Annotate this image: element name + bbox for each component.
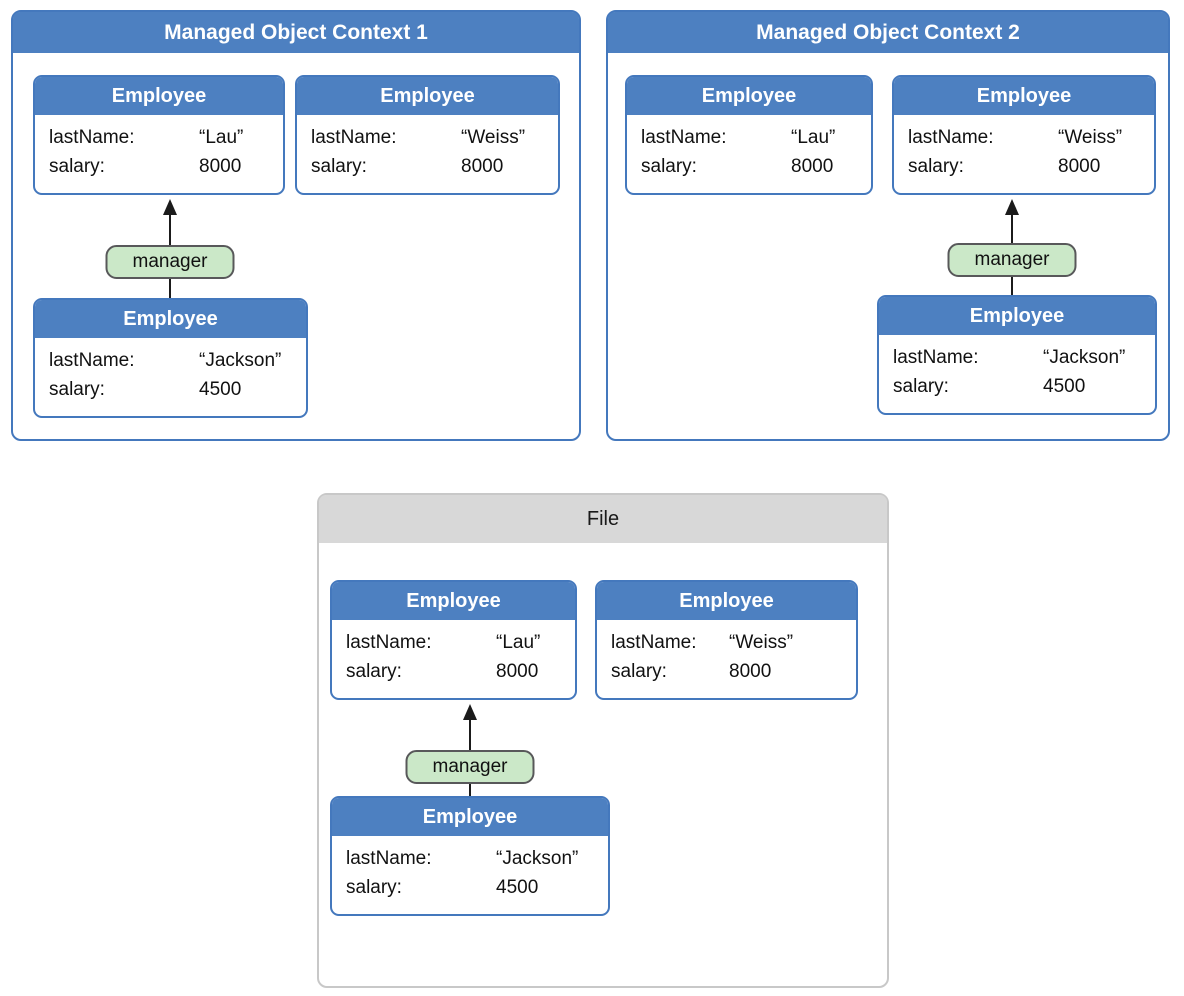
attribute-row: lastName: “Jackson” xyxy=(893,343,1155,372)
attribute-row: lastName: “Weiss” xyxy=(908,123,1154,152)
entity-title: Employee xyxy=(332,798,608,836)
entity-title: Employee xyxy=(627,77,871,115)
entity-title: Employee xyxy=(597,582,856,620)
arrow-up-icon xyxy=(163,199,177,215)
employee-weiss-card: Employee lastName: “Weiss” salary: 8000 xyxy=(892,75,1156,195)
attribute-row: salary: 8000 xyxy=(346,657,575,686)
manager-relationship-pill: manager xyxy=(947,243,1077,277)
entity-attributes: lastName: “Lau” salary: 8000 xyxy=(332,620,575,686)
panel-title: Managed Object Context 1 xyxy=(13,12,579,53)
attribute-label: salary: xyxy=(908,156,964,177)
manager-relationship-pill: manager xyxy=(405,750,535,784)
attribute-value: “Weiss” xyxy=(461,127,526,148)
attribute-label: lastName: xyxy=(346,632,432,653)
connector-line xyxy=(1011,214,1013,243)
entity-attributes: lastName: “Weiss” salary: 8000 xyxy=(597,620,856,686)
attribute-label: salary: xyxy=(49,379,105,400)
connector-line xyxy=(469,784,471,796)
attribute-label: lastName: xyxy=(908,127,994,148)
attribute-label: lastName: xyxy=(49,350,135,371)
attribute-label: lastName: xyxy=(641,127,727,148)
employee-lau-card: Employee lastName: “Lau” salary: 8000 xyxy=(33,75,285,195)
attribute-label: salary: xyxy=(49,156,105,177)
entity-attributes: lastName: “Jackson” salary: 4500 xyxy=(879,335,1155,401)
employee-weiss-card: Employee lastName: “Weiss” salary: 8000 xyxy=(295,75,560,195)
entity-attributes: lastName: “Jackson” salary: 4500 xyxy=(35,338,306,404)
attribute-row: lastName: “Jackson” xyxy=(49,346,306,375)
attribute-value: “Lau” xyxy=(496,632,541,653)
attribute-row: salary: 4500 xyxy=(893,372,1155,401)
attribute-row: lastName: “Lau” xyxy=(641,123,871,152)
attribute-value: 4500 xyxy=(199,379,242,400)
arrow-up-icon xyxy=(1005,199,1019,215)
entity-attributes: lastName: “Weiss” salary: 8000 xyxy=(297,115,558,181)
attribute-label: lastName: xyxy=(346,848,432,869)
attribute-value: 8000 xyxy=(1058,156,1101,177)
entity-title: Employee xyxy=(879,297,1155,335)
attribute-label: lastName: xyxy=(893,347,979,368)
attribute-value: “Jackson” xyxy=(496,848,579,869)
entity-attributes: lastName: “Jackson” salary: 4500 xyxy=(332,836,608,902)
employee-lau-card: Employee lastName: “Lau” salary: 8000 xyxy=(625,75,873,195)
attribute-row: salary: 4500 xyxy=(346,873,608,902)
attribute-value: “Jackson” xyxy=(1043,347,1126,368)
attribute-row: salary: 8000 xyxy=(611,657,856,686)
arrow-up-icon xyxy=(463,704,477,720)
entity-title: Employee xyxy=(894,77,1154,115)
connector-line xyxy=(469,719,471,750)
attribute-value: “Weiss” xyxy=(729,632,794,653)
attribute-row: salary: 8000 xyxy=(311,152,558,181)
attribute-label: salary: xyxy=(611,661,667,682)
attribute-value: 8000 xyxy=(461,156,504,177)
panel-title: File xyxy=(319,495,887,543)
attribute-row: salary: 8000 xyxy=(49,152,283,181)
attribute-label: salary: xyxy=(311,156,367,177)
attribute-label: lastName: xyxy=(49,127,135,148)
attribute-label: lastName: xyxy=(611,632,697,653)
attribute-row: salary: 8000 xyxy=(641,152,871,181)
attribute-value: 8000 xyxy=(199,156,242,177)
attribute-row: salary: 4500 xyxy=(49,375,306,404)
entity-attributes: lastName: “Lau” salary: 8000 xyxy=(627,115,871,181)
employee-weiss-card: Employee lastName: “Weiss” salary: 8000 xyxy=(595,580,858,700)
attribute-row: salary: 8000 xyxy=(908,152,1154,181)
attribute-value: “Jackson” xyxy=(199,350,282,371)
attribute-row: lastName: “Lau” xyxy=(346,628,575,657)
attribute-label: salary: xyxy=(893,376,949,397)
panel-title: Managed Object Context 2 xyxy=(608,12,1168,53)
attribute-label: salary: xyxy=(346,877,402,898)
attribute-label: salary: xyxy=(346,661,402,682)
attribute-label: lastName: xyxy=(311,127,397,148)
attribute-value: “Lau” xyxy=(791,127,836,148)
entity-title: Employee xyxy=(35,300,306,338)
attribute-value: 8000 xyxy=(729,661,772,682)
attribute-value: “Weiss” xyxy=(1058,127,1123,148)
attribute-value: 8000 xyxy=(496,661,539,682)
employee-jackson-card: Employee lastName: “Jackson” salary: 4500 xyxy=(877,295,1157,415)
connector-line xyxy=(1011,277,1013,295)
attribute-value: 4500 xyxy=(1043,376,1086,397)
entity-title: Employee xyxy=(297,77,558,115)
manager-relationship-pill: manager xyxy=(105,245,235,279)
entity-title: Employee xyxy=(332,582,575,620)
employee-jackson-card: Employee lastName: “Jackson” salary: 4500 xyxy=(33,298,308,418)
entity-attributes: lastName: “Weiss” salary: 8000 xyxy=(894,115,1154,181)
attribute-value: 8000 xyxy=(791,156,834,177)
attribute-row: lastName: “Weiss” xyxy=(311,123,558,152)
attribute-row: lastName: “Weiss” xyxy=(611,628,856,657)
attribute-value: “Lau” xyxy=(199,127,244,148)
attribute-value: 4500 xyxy=(496,877,539,898)
employee-lau-card: Employee lastName: “Lau” salary: 8000 xyxy=(330,580,577,700)
entity-title: Employee xyxy=(35,77,283,115)
attribute-label: salary: xyxy=(641,156,697,177)
entity-attributes: lastName: “Lau” salary: 8000 xyxy=(35,115,283,181)
connector-line xyxy=(169,279,171,298)
employee-jackson-card: Employee lastName: “Jackson” salary: 4500 xyxy=(330,796,610,916)
connector-line xyxy=(169,214,171,245)
attribute-row: lastName: “Jackson” xyxy=(346,844,608,873)
attribute-row: lastName: “Lau” xyxy=(49,123,283,152)
